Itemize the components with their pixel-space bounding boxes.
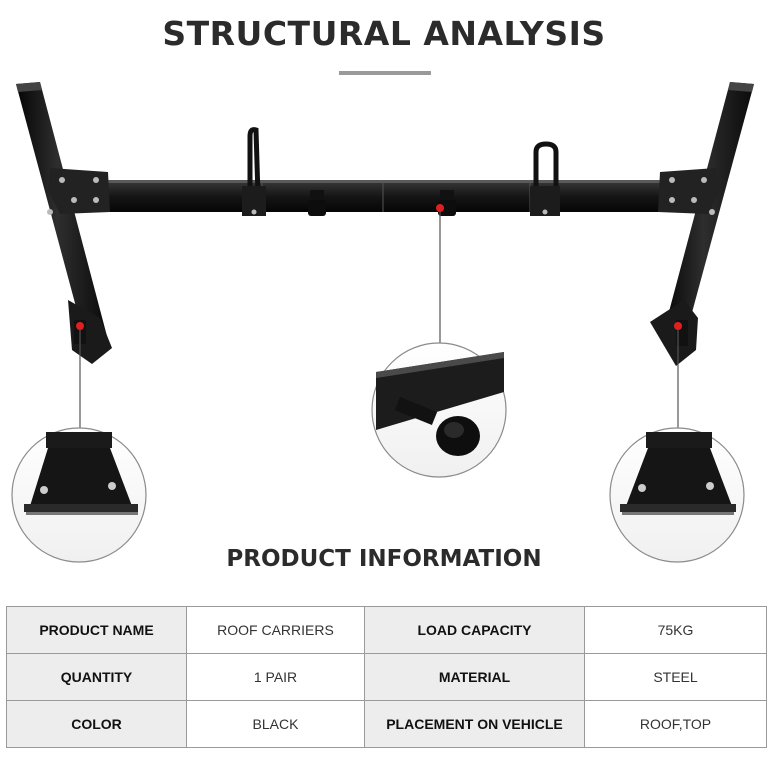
section-title: PRODUCT INFORMATION [226, 546, 542, 572]
table-row: QUANTITY 1 PAIR MATERIAL STEEL [6, 653, 767, 701]
load-capacity-value: 75KG [584, 606, 767, 654]
right-upright [650, 82, 754, 366]
right-foot-bracket-detail [609, 427, 745, 563]
color-label: COLOR [6, 700, 187, 748]
placement-label: PLACEMENT ON VEHICLE [364, 700, 585, 748]
left-corner-bracket [47, 168, 110, 215]
crossbar-knob-center [438, 190, 456, 216]
right-tie-down-hook [530, 141, 560, 216]
placement-value: ROOF,TOP [584, 700, 767, 748]
callout-markers [76, 204, 682, 428]
left-foot-bracket-detail [11, 427, 147, 563]
product-info-table: PRODUCT NAME ROOF CARRIERS LOAD CAPACITY… [6, 606, 767, 748]
load-capacity-label: LOAD CAPACITY [364, 606, 585, 654]
left-upright [16, 82, 112, 364]
left-tie-down-hook [242, 127, 266, 216]
product-name-label: PRODUCT NAME [6, 606, 187, 654]
color-value: BLACK [186, 700, 365, 748]
quantity-label: QUANTITY [6, 653, 187, 701]
table-row: COLOR BLACK PLACEMENT ON VEHICLE ROOF,TO… [6, 700, 767, 748]
right-corner-bracket [658, 168, 720, 215]
title-underline [339, 71, 431, 75]
table-row: PRODUCT NAME ROOF CARRIERS LOAD CAPACITY… [6, 606, 767, 654]
material-value: STEEL [584, 653, 767, 701]
roof-carrier-illustration [11, 82, 754, 563]
crossbar-knob-left [308, 190, 326, 216]
material-label: MATERIAL [364, 653, 585, 701]
quantity-value: 1 PAIR [186, 653, 365, 701]
page-title: STRUCTURAL ANALYSIS [162, 14, 606, 53]
center-knob-detail [371, 342, 507, 478]
product-name-value: ROOF CARRIERS [186, 606, 365, 654]
crossbar [60, 180, 710, 212]
